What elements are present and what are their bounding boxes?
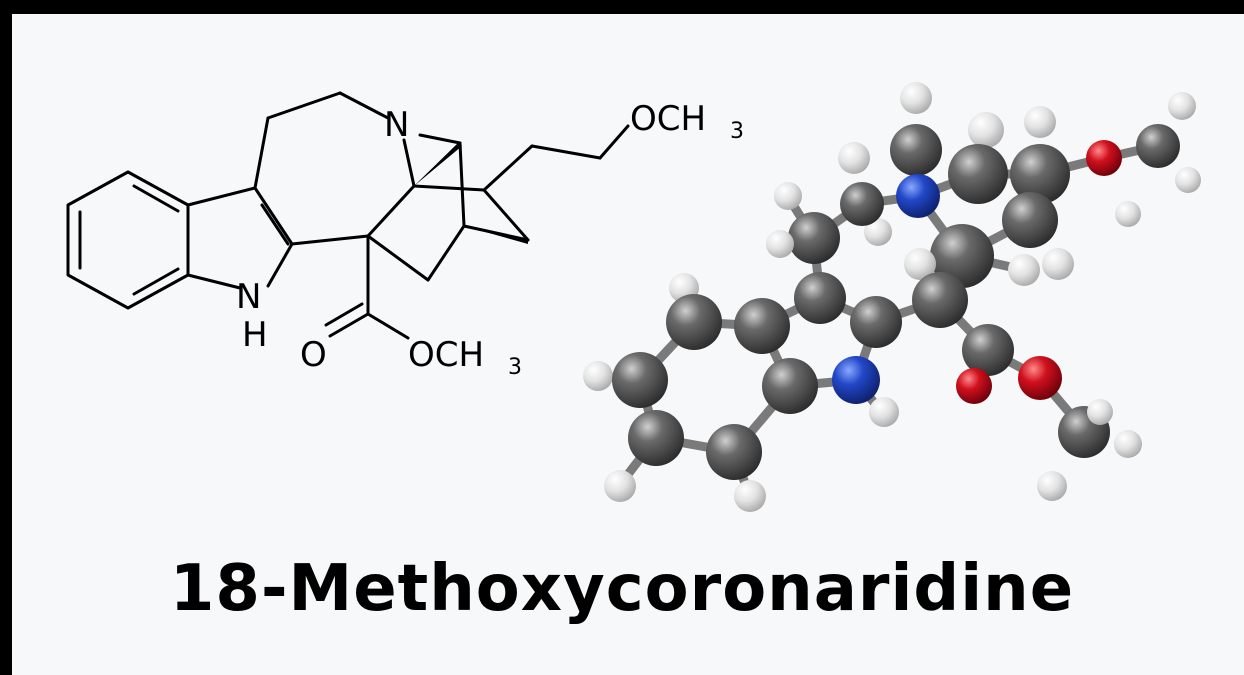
model-hydrogens-back [838,82,1201,280]
nitrogen-label: N [384,105,409,145]
indole-h-label: H [242,315,268,355]
indole-n-label: N [236,277,261,317]
wedge-bond [464,226,528,244]
carbonyl-o-label: O [300,335,327,375]
methoxy-och-label: OCH [630,99,706,139]
ester-och-label: OCH [408,335,484,375]
skeletal-bonds [66,91,630,340]
methoxy-sub-label: 3 [730,119,744,144]
ester-sub-label: 3 [508,355,522,380]
molecule-title: 18-Methoxycoronaridine [169,552,1075,626]
wedge-bond-2 [414,143,462,186]
model-atoms [583,124,1180,512]
